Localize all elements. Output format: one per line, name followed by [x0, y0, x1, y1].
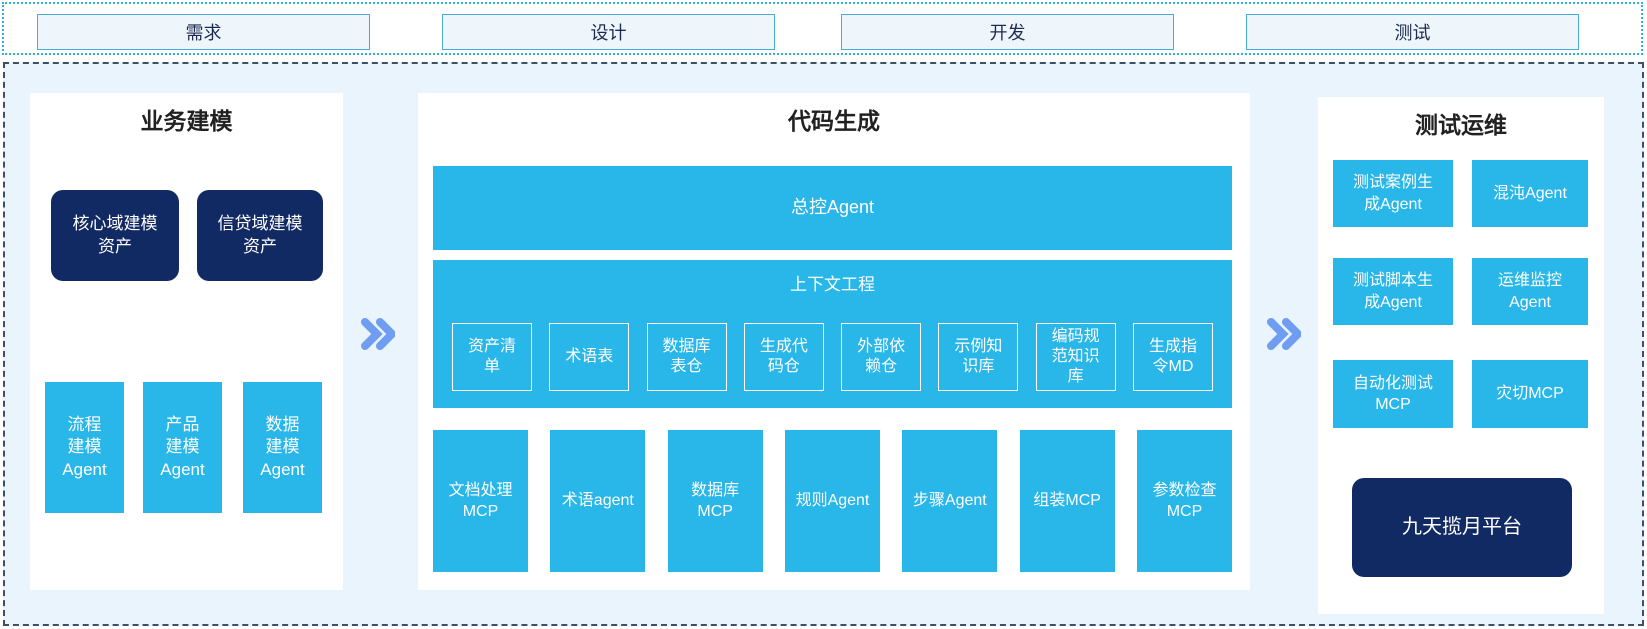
box-test-case-gen-agent: 测试案例生成Agent — [1333, 160, 1453, 227]
stage-requirements: 需求 — [37, 14, 370, 50]
box-generated-code-repo: 生成代码仓 — [743, 323, 824, 391]
executor-row: 文档处理MCP 术语agent 数据库MCP 规则Agent 步骤Agent 组… — [433, 430, 1232, 572]
box-chaos-agent: 混沌Agent — [1472, 160, 1588, 227]
box-db-table-repo: 数据库表仓 — [646, 323, 727, 391]
box-coding-standards-kb: 编码规范知识库 — [1035, 323, 1116, 391]
stage-design: 设计 — [442, 14, 775, 50]
box-disaster-switch-mcp: 灾切MCP — [1472, 360, 1588, 428]
box-credit-domain-assets: 信贷域建模资产 — [197, 190, 323, 281]
box-test-script-gen-agent: 测试脚本生成Agent — [1333, 258, 1453, 325]
box-doc-processing-mcp: 文档处理MCP — [433, 430, 528, 572]
box-core-domain-assets: 核心域建模资产 — [51, 190, 179, 281]
panel-title-business-modeling: 业务建模 — [140, 108, 233, 134]
box-terminology-agent: 术语agent — [550, 430, 646, 572]
chevron-double-right-icon — [1267, 318, 1301, 350]
box-glossary: 术语表 — [549, 323, 630, 391]
stage-testing: 测试 — [1246, 14, 1579, 50]
box-generation-instruction-md: 生成指令MD — [1132, 323, 1213, 391]
stage-development: 开发 — [841, 14, 1174, 50]
box-jiutian-lanyue-platform: 九天揽月平台 — [1352, 478, 1572, 577]
phase-strip: 需求 设计 开发 测试 — [2, 2, 1643, 55]
box-automated-testing-mcp: 自动化测试MCP — [1333, 360, 1453, 428]
context-engineering-title: 上下文工程 — [790, 275, 875, 294]
panel-title-test-ops: 测试运维 — [1415, 112, 1507, 138]
chevron-double-right-icon — [361, 318, 395, 350]
context-engineering-items: 资产清单 术语表 数据库表仓 生成代码仓 外部依赖仓 示例知识库 编码规范知识库… — [452, 323, 1213, 391]
box-example-knowledge-base: 示例知识库 — [938, 323, 1019, 391]
box-data-modeling-agent: 数据建模Agent — [243, 382, 322, 513]
box-assembly-mcp: 组装MCP — [1019, 430, 1115, 572]
panel-business-modeling: 业务建模 核心域建模资产 信贷域建模资产 流程建模Agent 产品建模Agent… — [30, 93, 343, 590]
panel-title-code-generation: 代码生成 — [788, 108, 880, 134]
main-area: 业务建模 核心域建模资产 信贷域建模资产 流程建模Agent 产品建模Agent… — [3, 62, 1644, 626]
panel-test-ops: 测试运维 测试案例生成Agent 混沌Agent 测试脚本生成Agent 运维监… — [1318, 97, 1604, 614]
panel-code-generation: 代码生成 总控Agent 上下文工程 资产清单 术语表 数据库表仓 生成代码仓 … — [418, 93, 1250, 590]
box-parameter-check-mcp: 参数检查MCP — [1136, 430, 1232, 572]
box-external-deps-repo: 外部依赖仓 — [841, 323, 922, 391]
box-master-control-agent: 总控Agent — [433, 166, 1232, 250]
context-engineering-group: 上下文工程 资产清单 术语表 数据库表仓 生成代码仓 外部依赖仓 示例知识库 编… — [433, 260, 1232, 408]
box-process-modeling-agent: 流程建模Agent — [45, 382, 124, 513]
box-database-mcp: 数据库MCP — [667, 430, 763, 572]
box-rules-agent: 规则Agent — [784, 430, 880, 572]
box-product-modeling-agent: 产品建模Agent — [143, 382, 222, 513]
box-ops-monitoring-agent: 运维监控Agent — [1472, 258, 1588, 325]
box-steps-agent: 步骤Agent — [902, 430, 998, 572]
box-asset-list: 资产清单 — [452, 323, 532, 391]
